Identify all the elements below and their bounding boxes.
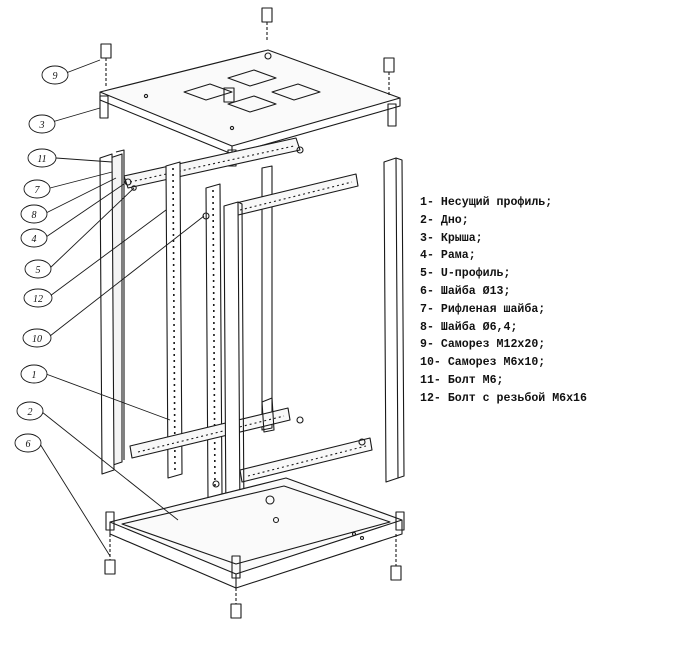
callout-3: 3 (28, 114, 56, 134)
svg-text:2: 2 (28, 407, 33, 418)
callout-5: 5 (24, 259, 52, 279)
callout-9: 9 (41, 65, 69, 85)
svg-text:1: 1 (32, 370, 37, 381)
legend-item: 10- Саморез М6х10; (420, 356, 546, 370)
callout-2: 2 (16, 401, 44, 421)
callout-4: 4 (20, 228, 48, 248)
legend-item: 5- U-профиль; (420, 267, 511, 281)
svg-text:10: 10 (32, 334, 42, 345)
frame-post-left (99, 153, 115, 475)
u-profile-upper (231, 173, 359, 217)
callout-bubbles: 9 3 11 7 8 4 5 12 (14, 65, 69, 453)
svg-text:7: 7 (35, 185, 41, 196)
callout-6: 6 (14, 433, 42, 453)
legend-item: 2- Дно; (420, 213, 469, 227)
parts-legend: 1- Несущий профиль; 2- Дно; 3- Крыша; 4-… (420, 194, 587, 408)
roof-screws (100, 7, 395, 103)
callout-leaders (39, 59, 205, 557)
base-frame (105, 477, 405, 589)
legend-item: 7- Рифленая шайба; (420, 302, 546, 316)
legend-item: 11- Болт М6; (420, 373, 504, 387)
legend-item: 8- Шайба Ø6,4; (420, 320, 518, 334)
svg-text:3: 3 (39, 120, 45, 131)
mounting-profile-left (165, 161, 183, 479)
mounting-profile-right (205, 183, 223, 499)
callout-1: 1 (20, 364, 48, 384)
legend-item: 6- Шайба Ø13; (420, 284, 511, 298)
legend-item: 3- Крыша; (420, 231, 483, 245)
legend-item: 12- Болт с резьбой М6х16 (420, 391, 587, 405)
svg-text:5: 5 (36, 265, 41, 276)
callout-12: 12 (23, 288, 53, 308)
frame-post-right (383, 157, 405, 483)
u-profile-lower (239, 437, 373, 483)
legend-item: 9- Саморез М12х20; (420, 338, 546, 352)
frame-fasteners (124, 146, 366, 488)
callout-8: 8 (20, 204, 48, 224)
svg-text:6: 6 (26, 439, 31, 450)
callout-7: 7 (23, 179, 51, 199)
legend-item: 1- Несущий профиль; (420, 196, 553, 209)
legend-item: 4- Рама; (420, 249, 476, 263)
callout-11: 11 (27, 148, 57, 168)
svg-text:4: 4 (32, 234, 37, 245)
svg-text:8: 8 (32, 210, 37, 221)
svg-text:11: 11 (37, 154, 46, 165)
svg-text:12: 12 (33, 294, 43, 305)
callout-10: 10 (22, 328, 52, 348)
svg-text:9: 9 (53, 71, 58, 82)
